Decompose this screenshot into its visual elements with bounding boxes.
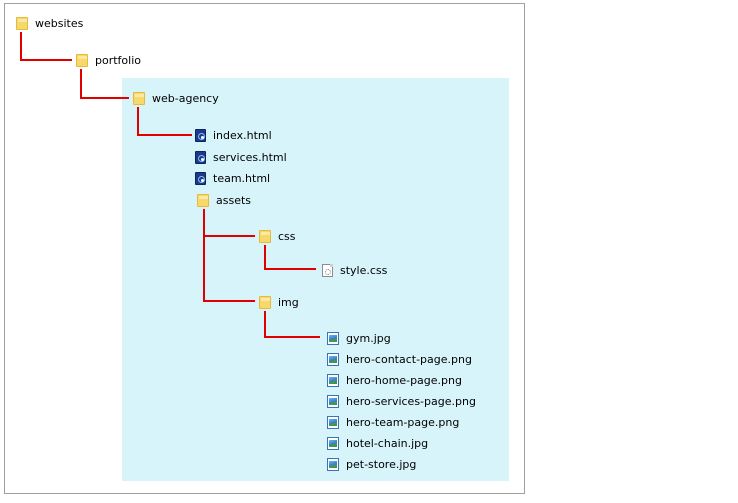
tree-node-image-file[interactable]: hero-home-page.png	[327, 371, 462, 389]
folder-icon	[259, 295, 271, 309]
tree-node-team-html[interactable]: team.html	[195, 169, 270, 187]
tree-node-assets[interactable]: assets	[197, 191, 251, 209]
web-agency-highlight	[122, 78, 509, 481]
connector-line	[137, 134, 192, 136]
folder-icon	[16, 16, 28, 30]
html-file-icon	[195, 171, 206, 185]
node-label: hero-services-page.png	[346, 394, 476, 408]
folder-icon	[76, 53, 88, 67]
diagram-frame	[4, 3, 525, 494]
connector-line	[20, 59, 72, 61]
folder-icon	[197, 193, 209, 207]
connector-line	[203, 300, 255, 302]
node-label: css	[278, 229, 296, 243]
image-file-icon	[327, 436, 339, 450]
connector-line	[264, 311, 266, 338]
folder-icon	[133, 91, 145, 105]
tree-node-websites[interactable]: websites	[16, 14, 83, 32]
node-label: hero-team-page.png	[346, 415, 460, 429]
node-label: style.css	[340, 263, 388, 277]
image-file-icon	[327, 373, 339, 387]
node-label: hotel-chain.jpg	[346, 436, 429, 450]
node-label: img	[278, 295, 299, 309]
tree-node-services-html[interactable]: services.html	[195, 148, 287, 166]
tree-node-image-file[interactable]: pet-store.jpg	[327, 455, 416, 473]
node-label: websites	[35, 16, 84, 30]
html-file-icon	[195, 128, 206, 142]
tree-node-portfolio[interactable]: portfolio	[76, 51, 141, 69]
image-file-icon	[327, 331, 339, 345]
node-label: hero-contact-page.png	[346, 352, 472, 366]
connector-line	[203, 235, 255, 237]
folder-icon	[259, 229, 271, 243]
tree-node-image-file[interactable]: hero-contact-page.png	[327, 350, 472, 368]
node-label: portfolio	[95, 53, 141, 67]
tree-node-index-html[interactable]: index.html	[195, 126, 272, 144]
image-file-icon	[327, 415, 339, 429]
tree-node-css[interactable]: css	[259, 227, 296, 245]
connector-line	[137, 107, 139, 136]
image-file-icon	[327, 394, 339, 408]
tree-node-image-file[interactable]: gym.jpg	[327, 329, 391, 347]
image-file-icon	[327, 457, 339, 471]
node-label: assets	[216, 193, 252, 207]
connector-line	[264, 245, 266, 270]
connector-line	[203, 209, 205, 302]
node-label: team.html	[213, 171, 271, 185]
connector-line	[80, 69, 82, 99]
tree-node-style-css[interactable]: style.css	[322, 261, 387, 279]
node-label: pet-store.jpg	[346, 457, 417, 471]
node-label: web-agency	[152, 91, 219, 105]
html-file-icon	[195, 150, 206, 164]
connector-line	[264, 336, 320, 338]
node-label: index.html	[213, 128, 272, 142]
tree-node-image-file[interactable]: hero-services-page.png	[327, 392, 476, 410]
node-label: hero-home-page.png	[346, 373, 462, 387]
css-file-icon	[322, 263, 333, 277]
node-label: gym.jpg	[346, 331, 391, 345]
connector-line	[264, 268, 316, 270]
tree-node-web-agency[interactable]: web-agency	[133, 89, 219, 107]
image-file-icon	[327, 352, 339, 366]
tree-node-image-file[interactable]: hotel-chain.jpg	[327, 434, 428, 452]
tree-node-image-file[interactable]: hero-team-page.png	[327, 413, 459, 431]
tree-node-img[interactable]: img	[259, 293, 299, 311]
connector-line	[20, 32, 22, 61]
node-label: services.html	[213, 150, 287, 164]
connector-line	[80, 97, 129, 99]
